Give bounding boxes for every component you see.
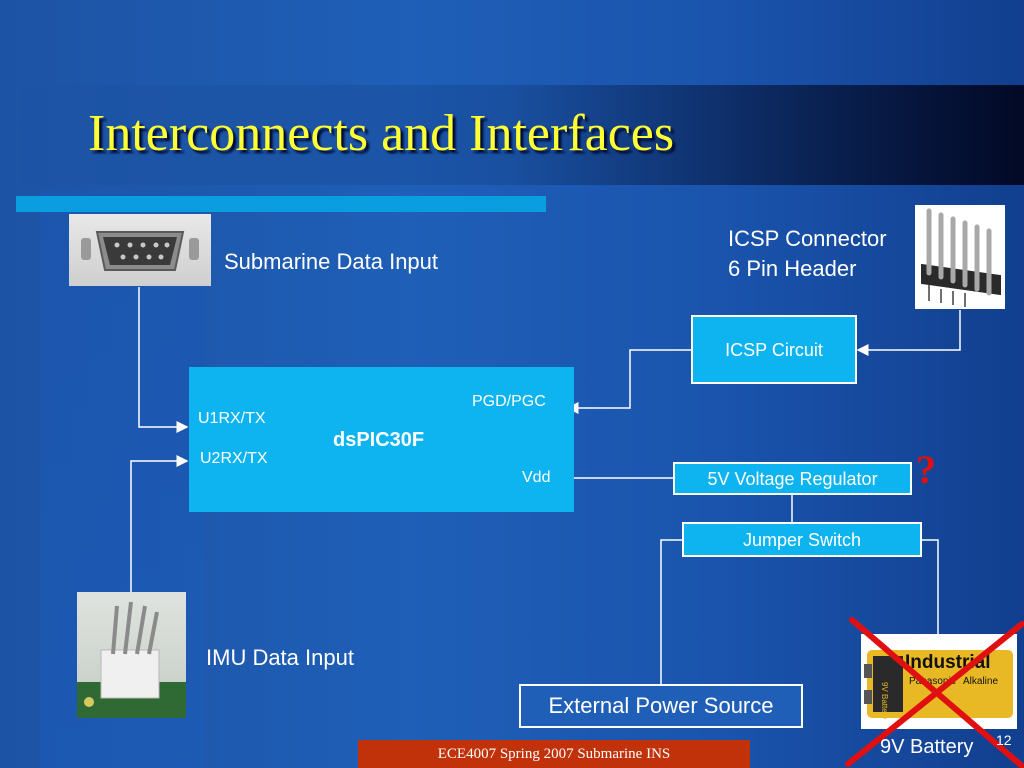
pin-u2rxtx: U2RX/TX [200,450,268,467]
title-underline [16,196,546,212]
icsp-connector-line2: 6 Pin Header [728,256,857,281]
icsp-connector-line1: ICSP Connector [728,226,887,251]
db9-connector-image [69,214,211,286]
icsp-circuit-block: ICSP Circuit [691,315,857,384]
external-power-label: External Power Source [548,693,774,718]
external-power-block: External Power Source [519,684,803,728]
battery-maker-text: Panasonic [909,676,956,687]
mcu-name: dsPIC30F [333,429,425,451]
wire-icsp-circuit-to-pgd [566,349,691,414]
footer-text: ECE4007 Spring 2007 Submarine INS [437,746,671,762]
slide-title: Interconnects and Interfaces [88,105,675,162]
battery-type-text: Alkaline [963,676,999,687]
footer-bar: ECE4007 Spring 2007 Submarine INS [358,740,750,768]
icsp-circuit-label: ICSP Circuit [725,340,823,360]
voltage-regulator-block: 5V Voltage Regulator [673,462,912,495]
pin-pgdpgc: PGD/PGC [472,393,546,410]
jumper-switch-block: Jumper Switch [682,522,922,557]
voltage-regulator-label: 5V Voltage Regulator [707,469,878,489]
wire-submarine-to-u1 [138,287,189,433]
wire-jumper-to-external [660,539,683,684]
wire-icsp-connector-to-circuit [856,310,961,356]
battery-label: 9V Battery [880,736,974,758]
dspic30f-block: dsPIC30F U1RX/TX U2RX/TX PGD/PGC Vdd [189,367,574,512]
wire-jumper-to-battery [921,539,939,635]
page-number: 12 [996,732,1012,748]
pin-u1rxtx: U1RX/TX [198,410,266,427]
imu-data-input-label: IMU Data Input [206,645,354,670]
wire-imu-to-u2 [130,455,189,592]
title-band [0,85,1024,185]
question-mark: ? [916,447,936,492]
submarine-data-input-label: Submarine Data Input [224,249,439,274]
jumper-switch-label: Jumper Switch [742,530,862,550]
pin-header-image [915,205,1005,309]
pin-vdd: Vdd [522,469,551,486]
imu-connector-image [77,592,186,718]
icsp-connector-label: ICSP Connector 6 Pin Header [728,224,887,284]
